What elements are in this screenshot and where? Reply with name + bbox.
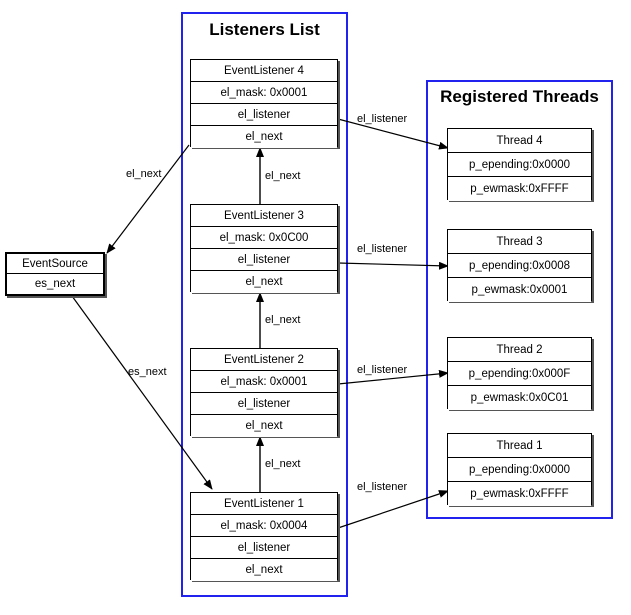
edge-label-el3-listener: el_listener [357, 243, 408, 255]
thread-2-title: Thread 2 [448, 338, 591, 362]
event-listener-1-next: el_next [191, 559, 337, 581]
thread-4-epending: p_epending:0x0000 [448, 153, 591, 177]
thread-4-node[interactable]: Thread 4 p_epending:0x0000 p_ewmask:0xFF… [447, 128, 592, 201]
event-listener-3-mask: el_mask: 0x0C00 [191, 227, 337, 249]
event-listener-4-node[interactable]: EventListener 4 el_mask: 0x0001 el_liste… [190, 59, 338, 148]
thread-1-node[interactable]: Thread 1 p_epending:0x0000 p_ewmask:0xFF… [447, 433, 592, 506]
edge-label-el4-to-source: el_next [126, 168, 162, 180]
thread-3-epending: p_epending:0x0008 [448, 254, 591, 278]
event-listener-2-next: el_next [191, 415, 337, 437]
event-source-field-es-next: es_next [7, 274, 103, 294]
event-listener-4-next: el_next [191, 126, 337, 148]
event-listener-2-listener: el_listener [191, 393, 337, 415]
event-listener-3-title: EventListener 3 [191, 205, 337, 227]
edge-label-el1-to-el2: el_next [265, 458, 301, 470]
event-listener-3-listener: el_listener [191, 249, 337, 271]
registered-threads-title: Registered Threads [440, 87, 599, 106]
registered-threads-panel [426, 80, 613, 519]
listeners-list-title: Listeners List [209, 20, 320, 39]
thread-4-ewmask: p_ewmask:0xFFFF [448, 177, 591, 201]
event-listener-1-title: EventListener 1 [191, 493, 337, 515]
event-listener-3-node[interactable]: EventListener 3 el_mask: 0x0C00 el_liste… [190, 204, 338, 293]
event-listener-1-mask: el_mask: 0x0004 [191, 515, 337, 537]
thread-1-title: Thread 1 [448, 434, 591, 458]
event-source-title: EventSource [7, 254, 103, 274]
thread-3-ewmask: p_ewmask:0x0001 [448, 278, 591, 302]
event-listener-4-title: EventListener 4 [191, 60, 337, 82]
event-listener-2-title: EventListener 2 [191, 349, 337, 371]
event-source-node[interactable]: EventSource es_next [5, 252, 105, 296]
thread-3-node[interactable]: Thread 3 p_epending:0x0008 p_ewmask:0x00… [447, 229, 592, 302]
thread-2-epending: p_epending:0x000F [448, 362, 591, 386]
event-listener-1-node[interactable]: EventListener 1 el_mask: 0x0004 el_liste… [190, 492, 338, 581]
event-listener-4-listener: el_listener [191, 104, 337, 126]
edge-label-el2-listener: el_listener [357, 364, 408, 376]
event-listener-4-mask: el_mask: 0x0001 [191, 82, 337, 104]
thread-2-ewmask: p_ewmask:0x0C01 [448, 386, 591, 410]
event-listener-2-mask: el_mask: 0x0001 [191, 371, 337, 393]
edge-label-el4-listener: el_listener [357, 113, 408, 125]
thread-1-epending: p_epending:0x0000 [448, 458, 591, 482]
edge-label-el1-listener: el_listener [357, 481, 408, 493]
thread-3-title: Thread 3 [448, 230, 591, 254]
edge-label-el3-to-el4: el_next [265, 170, 301, 182]
event-listener-2-node[interactable]: EventListener 2 el_mask: 0x0001 el_liste… [190, 348, 338, 437]
thread-4-title: Thread 4 [448, 129, 591, 153]
thread-1-ewmask: p_ewmask:0xFFFF [448, 482, 591, 506]
event-listener-1-listener: el_listener [191, 537, 337, 559]
edge-el4-to-source [106, 144, 190, 254]
thread-2-node[interactable]: Thread 2 p_epending:0x000F p_ewmask:0x0C… [447, 337, 592, 410]
event-listener-3-next: el_next [191, 271, 337, 293]
edge-label-source-to-el1: es_next [128, 366, 167, 378]
edge-label-el2-to-el3: el_next [265, 314, 301, 326]
